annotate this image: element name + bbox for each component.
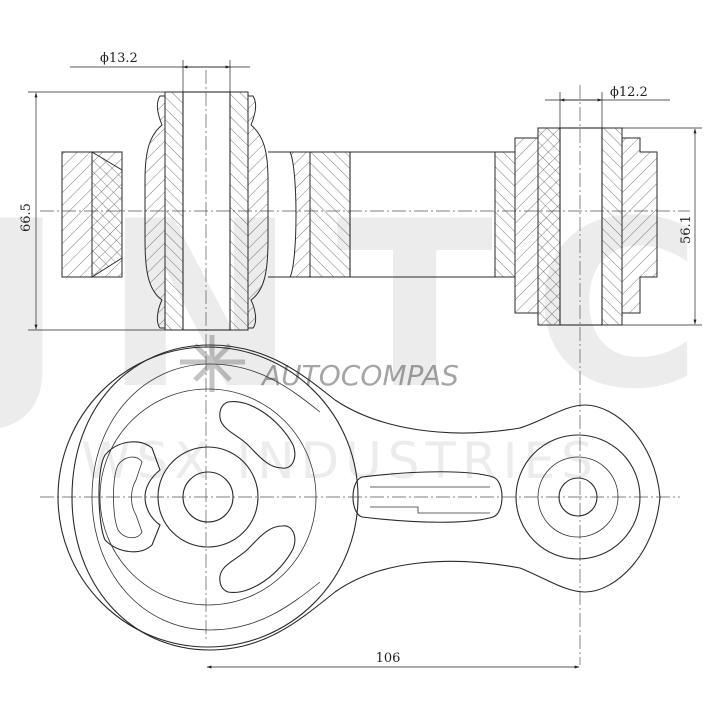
left-boss-outer (57, 346, 359, 648)
void-left-inner (113, 456, 143, 539)
watermark: JNTC WSX INDUSTRIES AUTOCOMPAS (0, 173, 702, 490)
plan-view (40, 344, 680, 651)
left-boss-mid (99, 388, 317, 606)
dim-height-right-label: 56.1 (679, 215, 694, 244)
right-inner-sleeve (537, 127, 561, 326)
left-eye-outer (157, 446, 259, 548)
dim-center-distance-label: 106 (376, 651, 401, 666)
left-bushing-rubber-right (247, 95, 269, 329)
dimensions-top: ϕ13.2 ϕ12.2 66.5 56.1 (19, 51, 702, 331)
logo-mark-icon (180, 335, 245, 392)
right-eye-inner (558, 477, 598, 517)
void-top (219, 401, 296, 469)
autocompas-logo: AUTOCOMPAS (180, 335, 459, 392)
middle-left-web (289, 151, 311, 278)
right-inner-sleeve-right (601, 127, 623, 326)
left-outer-insert (91, 151, 123, 278)
right-bushing-rubber-right (621, 137, 658, 314)
mount-outer-profile (71, 344, 661, 651)
arm-slot-inner (370, 486, 490, 514)
void-left (98, 441, 161, 553)
watermark-subtitle: WSX INDUSTRIES (81, 432, 599, 490)
left-bore (182, 91, 231, 331)
dim-bore-left-label: ϕ13.2 (100, 51, 138, 66)
left-eye-inner (182, 471, 234, 523)
section-view (40, 70, 690, 665)
left-inner-sleeve-right (229, 91, 249, 331)
mount-inner-profile-b (209, 581, 321, 631)
dim-bore-right-label: ϕ12.2 (610, 85, 648, 100)
arm-slot (352, 471, 503, 523)
dim-height-left-label: 66.5 (19, 203, 34, 232)
logo-text: AUTOCOMPAS (260, 359, 459, 392)
middle-right-block (494, 151, 516, 278)
dimensions-bottom: 106 (206, 651, 580, 669)
left-bushing-rubber (144, 95, 166, 329)
right-eye-mid (537, 456, 619, 538)
right-eye-outer (515, 434, 641, 560)
middle-left-block (309, 151, 351, 278)
mount-inner-profile (91, 363, 321, 631)
void-bottom (219, 525, 296, 593)
left-inner-sleeve (164, 91, 184, 331)
